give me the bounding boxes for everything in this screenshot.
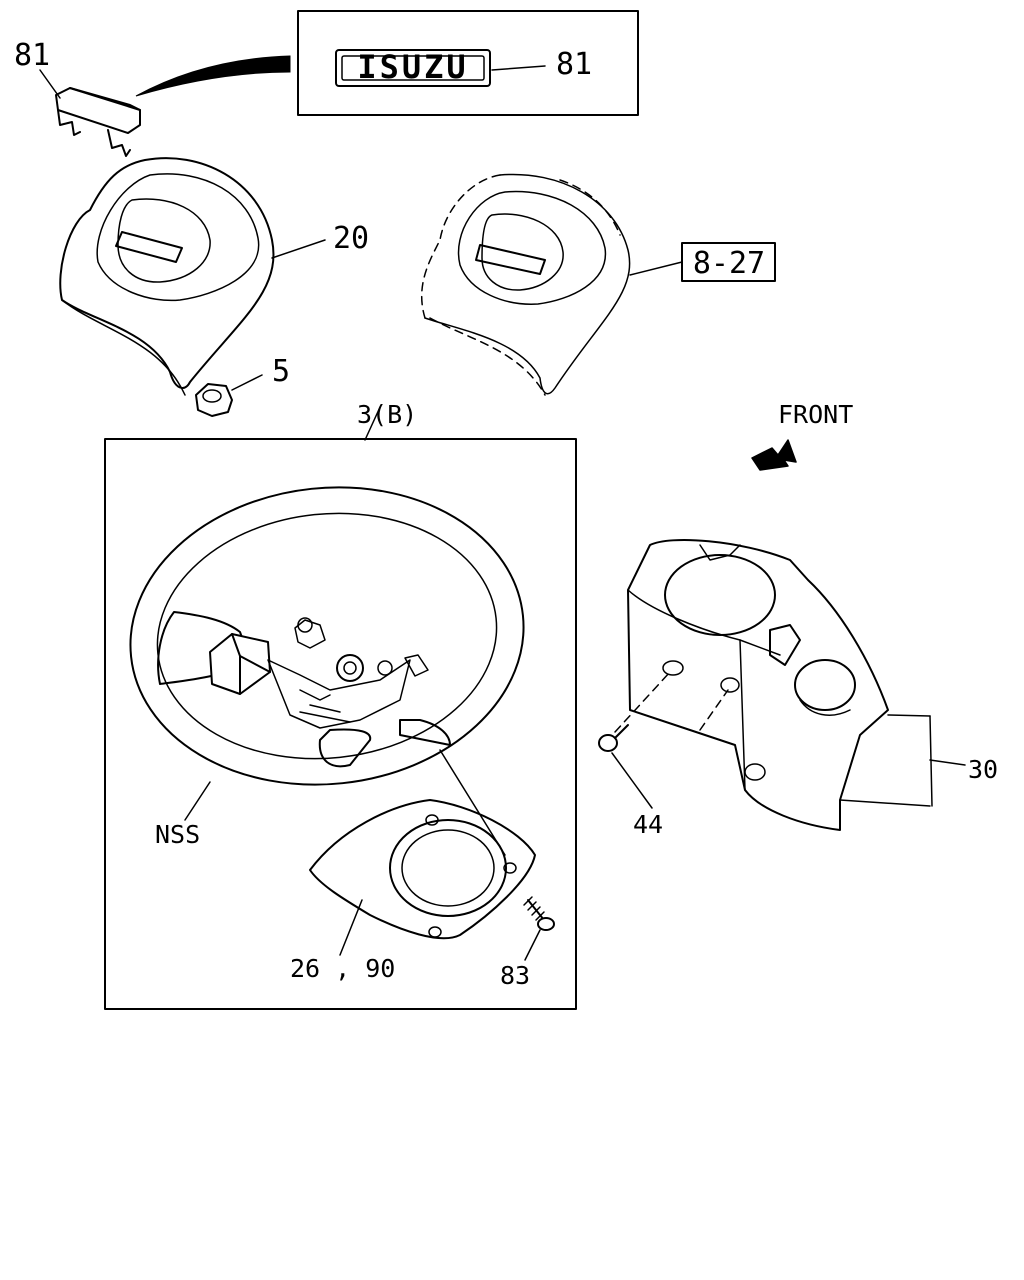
emblem-detail-box bbox=[297, 10, 639, 116]
front-label: FRONT bbox=[778, 400, 853, 429]
bracket-30 bbox=[929, 715, 966, 807]
callout-20: 20 bbox=[333, 221, 369, 256]
leader-emblem-left bbox=[39, 69, 61, 99]
callout-44: 44 bbox=[633, 810, 663, 839]
arrow-right-icon bbox=[751, 439, 797, 471]
leader-emblem-right bbox=[491, 65, 546, 71]
steering-wheel bbox=[129, 486, 525, 786]
callout-83: 83 bbox=[500, 961, 530, 990]
leader-83 bbox=[524, 929, 541, 961]
leader-44 bbox=[611, 752, 653, 809]
leader-cover bbox=[339, 899, 363, 956]
screw-44-alignment-line bbox=[614, 671, 671, 733]
isuzu-logo-text: ISUZU bbox=[357, 48, 468, 86]
callout-81-right: 81 bbox=[556, 47, 592, 82]
steering-wheel-rear-cover bbox=[309, 799, 536, 940]
horn-pad bbox=[59, 157, 275, 396]
reference-box-8-27 bbox=[681, 242, 776, 282]
leader-wheel-box bbox=[364, 404, 382, 441]
callout-nss: NSS bbox=[155, 820, 200, 849]
alt-horn-pad-reference bbox=[421, 173, 631, 396]
callout-26-90: 26 , 90 bbox=[290, 954, 395, 983]
emblem-swoosh-arrow bbox=[135, 55, 291, 97]
callout-81-left: 81 bbox=[14, 38, 50, 73]
callout-30: 30 bbox=[968, 755, 998, 784]
leader-ref-box bbox=[629, 261, 683, 276]
screw-44-alignment-line-2 bbox=[699, 689, 729, 731]
callout-5: 5 bbox=[272, 354, 290, 389]
steering-wheel-box bbox=[104, 438, 577, 1010]
leader-horn-pad bbox=[271, 239, 326, 259]
callout-3b: 3(B) bbox=[357, 400, 417, 429]
leader-nut bbox=[231, 374, 263, 391]
callout-8-27: 8-27 bbox=[693, 246, 765, 281]
leader-nss bbox=[184, 781, 211, 821]
screw-44 bbox=[598, 724, 629, 752]
screw-83 bbox=[523, 896, 555, 931]
steering-column-cover bbox=[627, 539, 931, 831]
nut bbox=[195, 383, 233, 417]
isuzu-logo-emblem: ISUZU bbox=[335, 48, 491, 87]
emblem-clip bbox=[55, 87, 141, 157]
